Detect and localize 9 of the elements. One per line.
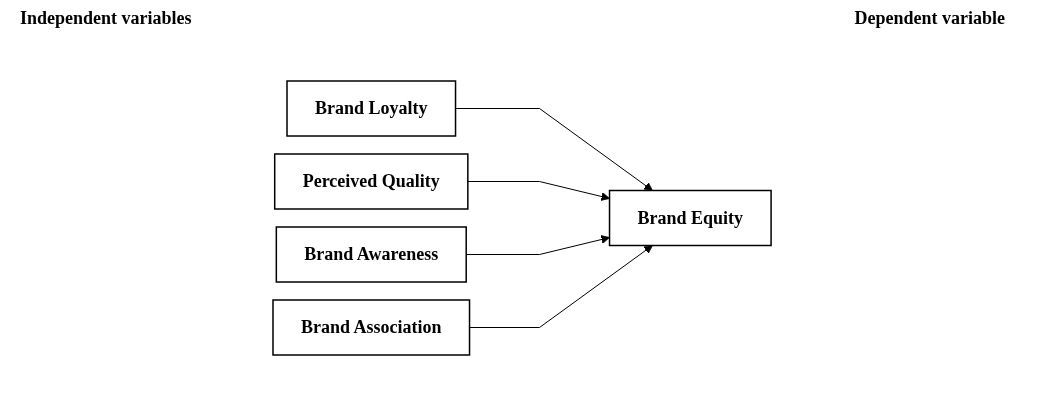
node-box: Brand Loyalty: [286, 79, 457, 137]
column-heading: Independent variables: [20, 8, 192, 29]
node-box: Perceived Quality: [274, 152, 470, 210]
node-box: Brand Equity: [609, 189, 773, 246]
arrow: [469, 244, 654, 328]
column-heading: Dependent variable: [854, 8, 1005, 29]
arrow: [455, 107, 654, 191]
node-box: Brand Association: [272, 298, 471, 356]
node-box: Brand Awareness: [276, 225, 468, 283]
